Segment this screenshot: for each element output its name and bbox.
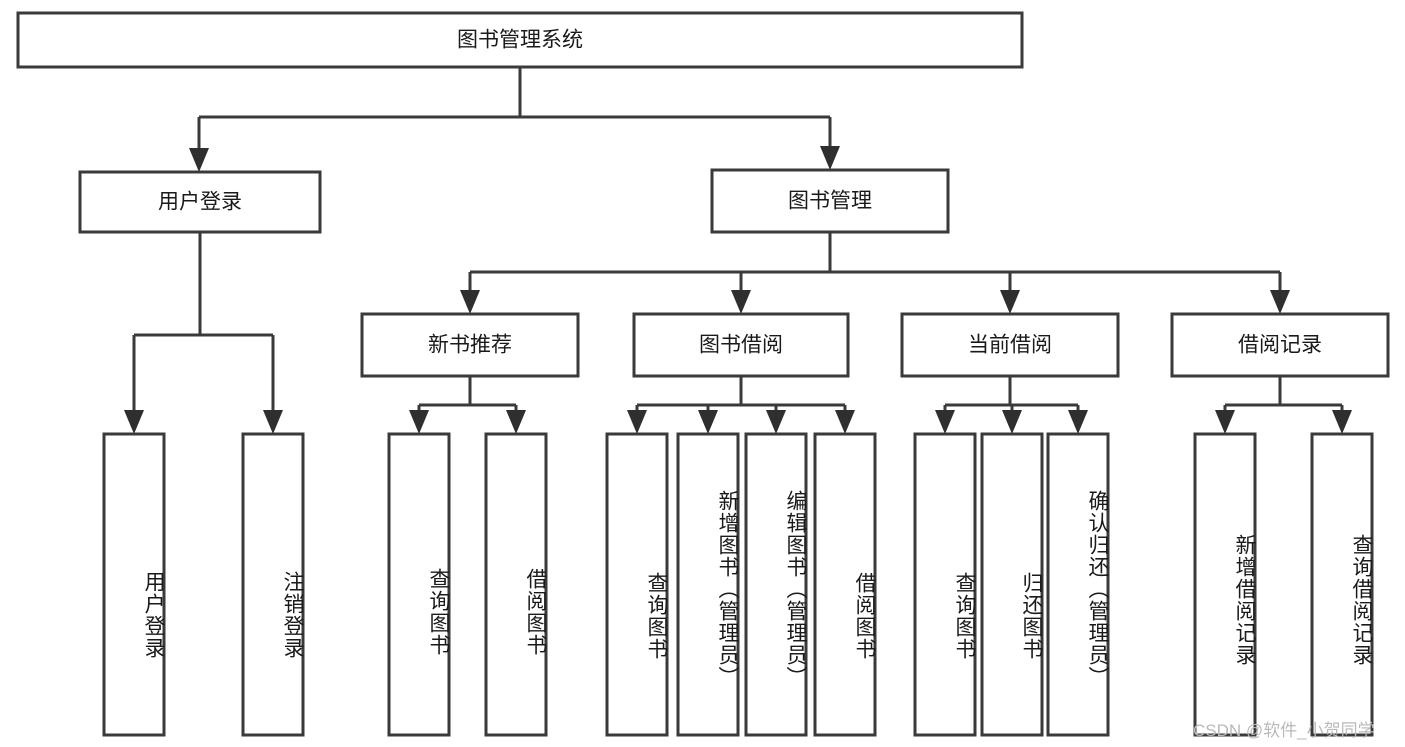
node-current-borrow-label: 当前借阅	[968, 334, 1052, 357]
node-book-manage[interactable]: 图书管理	[710, 168, 950, 234]
node-leaf-borrow-book-bor-box[interactable]	[813, 432, 877, 737]
node-borrow-record-box[interactable]	[1170, 312, 1390, 378]
arrowhead-leaf-add-record	[1215, 410, 1235, 434]
node-user-login-label: 用户登录	[158, 191, 242, 214]
watermark-text: CSDN @软件_小贺同学	[1193, 721, 1375, 740]
arrowhead-leaf-confirm-return	[1068, 410, 1088, 434]
node-title-label: 图书管理系统	[457, 29, 583, 52]
node-book-manage-box[interactable]	[710, 168, 950, 234]
node-leaf-borrow-book-rec-box[interactable]	[484, 432, 548, 737]
node-title-box[interactable]	[16, 11, 1024, 69]
node-book-borrow-box[interactable]	[632, 312, 850, 378]
arrowhead-book-manage	[820, 146, 840, 170]
node-new-book-recommend-label: 新书推荐	[428, 334, 512, 357]
node-leaf-user-login-box[interactable]	[102, 432, 166, 737]
arrowhead-leaf-add-book	[698, 410, 718, 434]
arrowhead-leaf-borrow-book-bor	[835, 410, 855, 434]
arrowhead-book-borrow	[731, 290, 751, 314]
node-leaf-query-book-rec-box[interactable]	[387, 432, 451, 737]
arrowhead-leaf-logout	[263, 410, 283, 434]
arrowhead-user-login	[189, 148, 209, 172]
arrowhead-borrow-record	[1270, 290, 1290, 314]
arrowhead-new-book	[460, 290, 480, 314]
node-leaf-return-book-box[interactable]	[980, 432, 1044, 737]
node-leaf-edit-book-box[interactable]	[744, 432, 808, 737]
node-current-borrow-box[interactable]	[900, 312, 1120, 378]
node-user-login-box[interactable]	[78, 170, 322, 234]
node-leaf-confirm-return-box[interactable]	[1046, 432, 1110, 737]
arrowhead-leaf-query-book-cur	[935, 410, 955, 434]
node-leaf-query-book-cur-box[interactable]	[913, 432, 977, 737]
node-leaf-logout-box[interactable]	[241, 432, 305, 737]
arrow-heads	[124, 146, 1352, 434]
node-borrow-record-label: 借阅记录	[1238, 334, 1322, 357]
node-new-book-recommend[interactable]: 新书推荐	[360, 312, 580, 378]
arrowhead-leaf-return-book	[1002, 410, 1022, 434]
node-user-login[interactable]: 用户登录	[78, 170, 322, 234]
node-title[interactable]: 图书管理系统	[16, 11, 1024, 69]
arrowhead-leaf-edit-book	[766, 410, 786, 434]
arrowhead-current-borrow	[1000, 290, 1020, 314]
node-book-borrow[interactable]: 图书借阅	[632, 312, 850, 378]
node-leaf-query-record-box[interactable]	[1310, 432, 1374, 737]
arrowhead-leaf-query-book-rec	[409, 410, 429, 434]
node-leaf-add-record-box[interactable]	[1193, 432, 1257, 737]
node-new-book-recommend-box[interactable]	[360, 312, 580, 378]
node-leaf-query-book-bor-box[interactable]	[605, 432, 669, 737]
arrowhead-leaf-query-book-bor	[627, 410, 647, 434]
arrowhead-leaf-borrow-book-rec	[506, 410, 526, 434]
node-book-manage-label: 图书管理	[788, 190, 872, 213]
node-borrow-record[interactable]: 借阅记录	[1170, 312, 1390, 378]
leaf-boxes	[102, 432, 1374, 737]
arrowhead-leaf-user-login	[124, 410, 144, 434]
node-book-borrow-label: 图书借阅	[699, 334, 783, 357]
node-current-borrow[interactable]: 当前借阅	[900, 312, 1120, 378]
arrowhead-leaf-query-record	[1332, 410, 1352, 434]
node-leaf-add-book-box[interactable]	[676, 432, 740, 737]
